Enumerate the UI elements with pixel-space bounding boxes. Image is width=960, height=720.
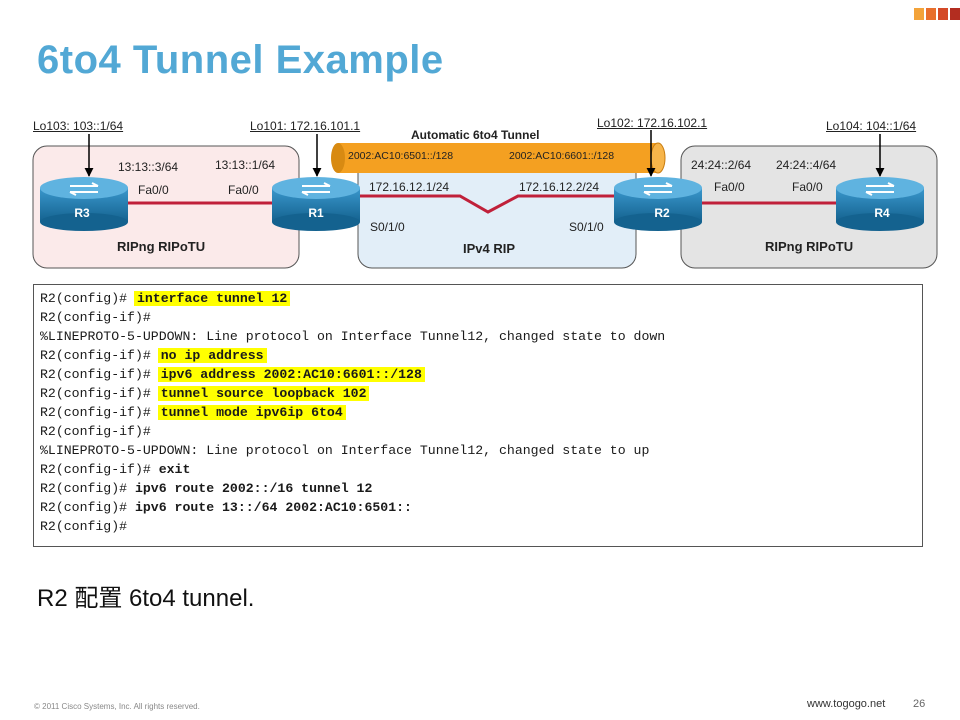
interface-r3-fa00: Fa0/0 (138, 183, 169, 197)
cli-line: R2(config-if)# (40, 310, 151, 325)
cli-line: R2(config)# (40, 519, 128, 534)
footer-url: www.togogo.net (807, 698, 886, 710)
cli-line: R2(config-if)# ipv6 address 2002:AC10:66… (40, 365, 425, 384)
link-r1-r2-serial (336, 194, 614, 214)
right-zone-label: RIPng RIPoTU (765, 239, 854, 254)
router-r4 (836, 177, 924, 231)
cli-line: %LINEPROTO-5-UPDOWN: Line protocol on In… (40, 329, 666, 344)
cli-line: R2(config-if)# tunnel source loopback 10… (40, 384, 370, 403)
router-r2 (614, 177, 702, 231)
page-title: 6to4 Tunnel Example (37, 38, 444, 82)
router-r1 (272, 177, 360, 231)
brand-bar (914, 8, 960, 20)
loopback-label-r3: Lo103: 103::1/64 (33, 119, 124, 133)
router-label-r3: R3 (74, 206, 90, 220)
cli-line: R2(config-if)# tunnel mode ipv6ip 6to4 (40, 403, 346, 422)
interface-r1-s010: S0/1/0 (370, 220, 405, 234)
ipv4-addr-r2: 172.16.12.2/24 (519, 180, 600, 194)
tunnel-title: Automatic 6to4 Tunnel (411, 128, 540, 142)
interface-r1-fa00: Fa0/0 (228, 183, 259, 197)
interface-r4-fa00: Fa0/0 (792, 180, 823, 194)
router-label-r2: R2 (654, 206, 670, 220)
tunnel-addr-left: 2002:AC10:6501::/128 (348, 150, 454, 162)
tunnel-addr-right: 2002:AC10:6601::/128 (509, 150, 615, 162)
loopback-label-r2: Lo102: 172.16.102.1 (597, 116, 708, 130)
cli-output: R2(config)# interface tunnel 12 R2(confi… (33, 284, 923, 547)
network-diagram: R3 R1 R2 R4 (32, 130, 938, 269)
ipv6-addr-r4: 24:24::4/64 (776, 158, 837, 172)
ipv4-addr-r1: 172.16.12.1/24 (369, 180, 450, 194)
cli-line: R2(config-if)# no ip address (40, 346, 267, 365)
slide-caption: R2 配置 6to4 tunnel. (37, 585, 255, 612)
tunnel-pipe (331, 142, 666, 174)
interface-r2-s010: S0/1/0 (569, 220, 604, 234)
router-label-r1: R1 (308, 206, 324, 220)
copyright-notice: © 2011 Cisco Systems, Inc. All rights re… (34, 702, 200, 711)
cli-line: R2(config-if)# exit (40, 462, 191, 477)
interface-r2-fa00: Fa0/0 (714, 180, 745, 194)
cli-line: R2(config)# ipv6 route 2002::/16 tunnel … (40, 481, 373, 496)
router-label-r4: R4 (874, 206, 890, 220)
middle-zone-label: IPv4 RIP (463, 241, 516, 256)
loopback-label-r4: Lo104: 104::1/64 (826, 119, 917, 133)
cli-line: R2(config-if)# (40, 424, 151, 439)
left-zone-label: RIPng RIPoTU (117, 239, 206, 254)
cli-line: R2(config)# interface tunnel 12 (40, 289, 291, 308)
cli-line: R2(config)# ipv6 route 13::/64 2002:AC10… (40, 500, 412, 515)
ipv6-addr-r3: 13:13::3/64 (118, 160, 179, 174)
loopback-label-r1: Lo101: 172.16.101.1 (250, 119, 361, 133)
cli-line: %LINEPROTO-5-UPDOWN: Line protocol on In… (40, 443, 650, 458)
ipv6-addr-r2: 24:24::2/64 (691, 158, 752, 172)
page-number: 26 (913, 698, 926, 710)
ipv6-addr-r1: 13:13::1/64 (215, 158, 276, 172)
router-r3 (40, 177, 128, 231)
